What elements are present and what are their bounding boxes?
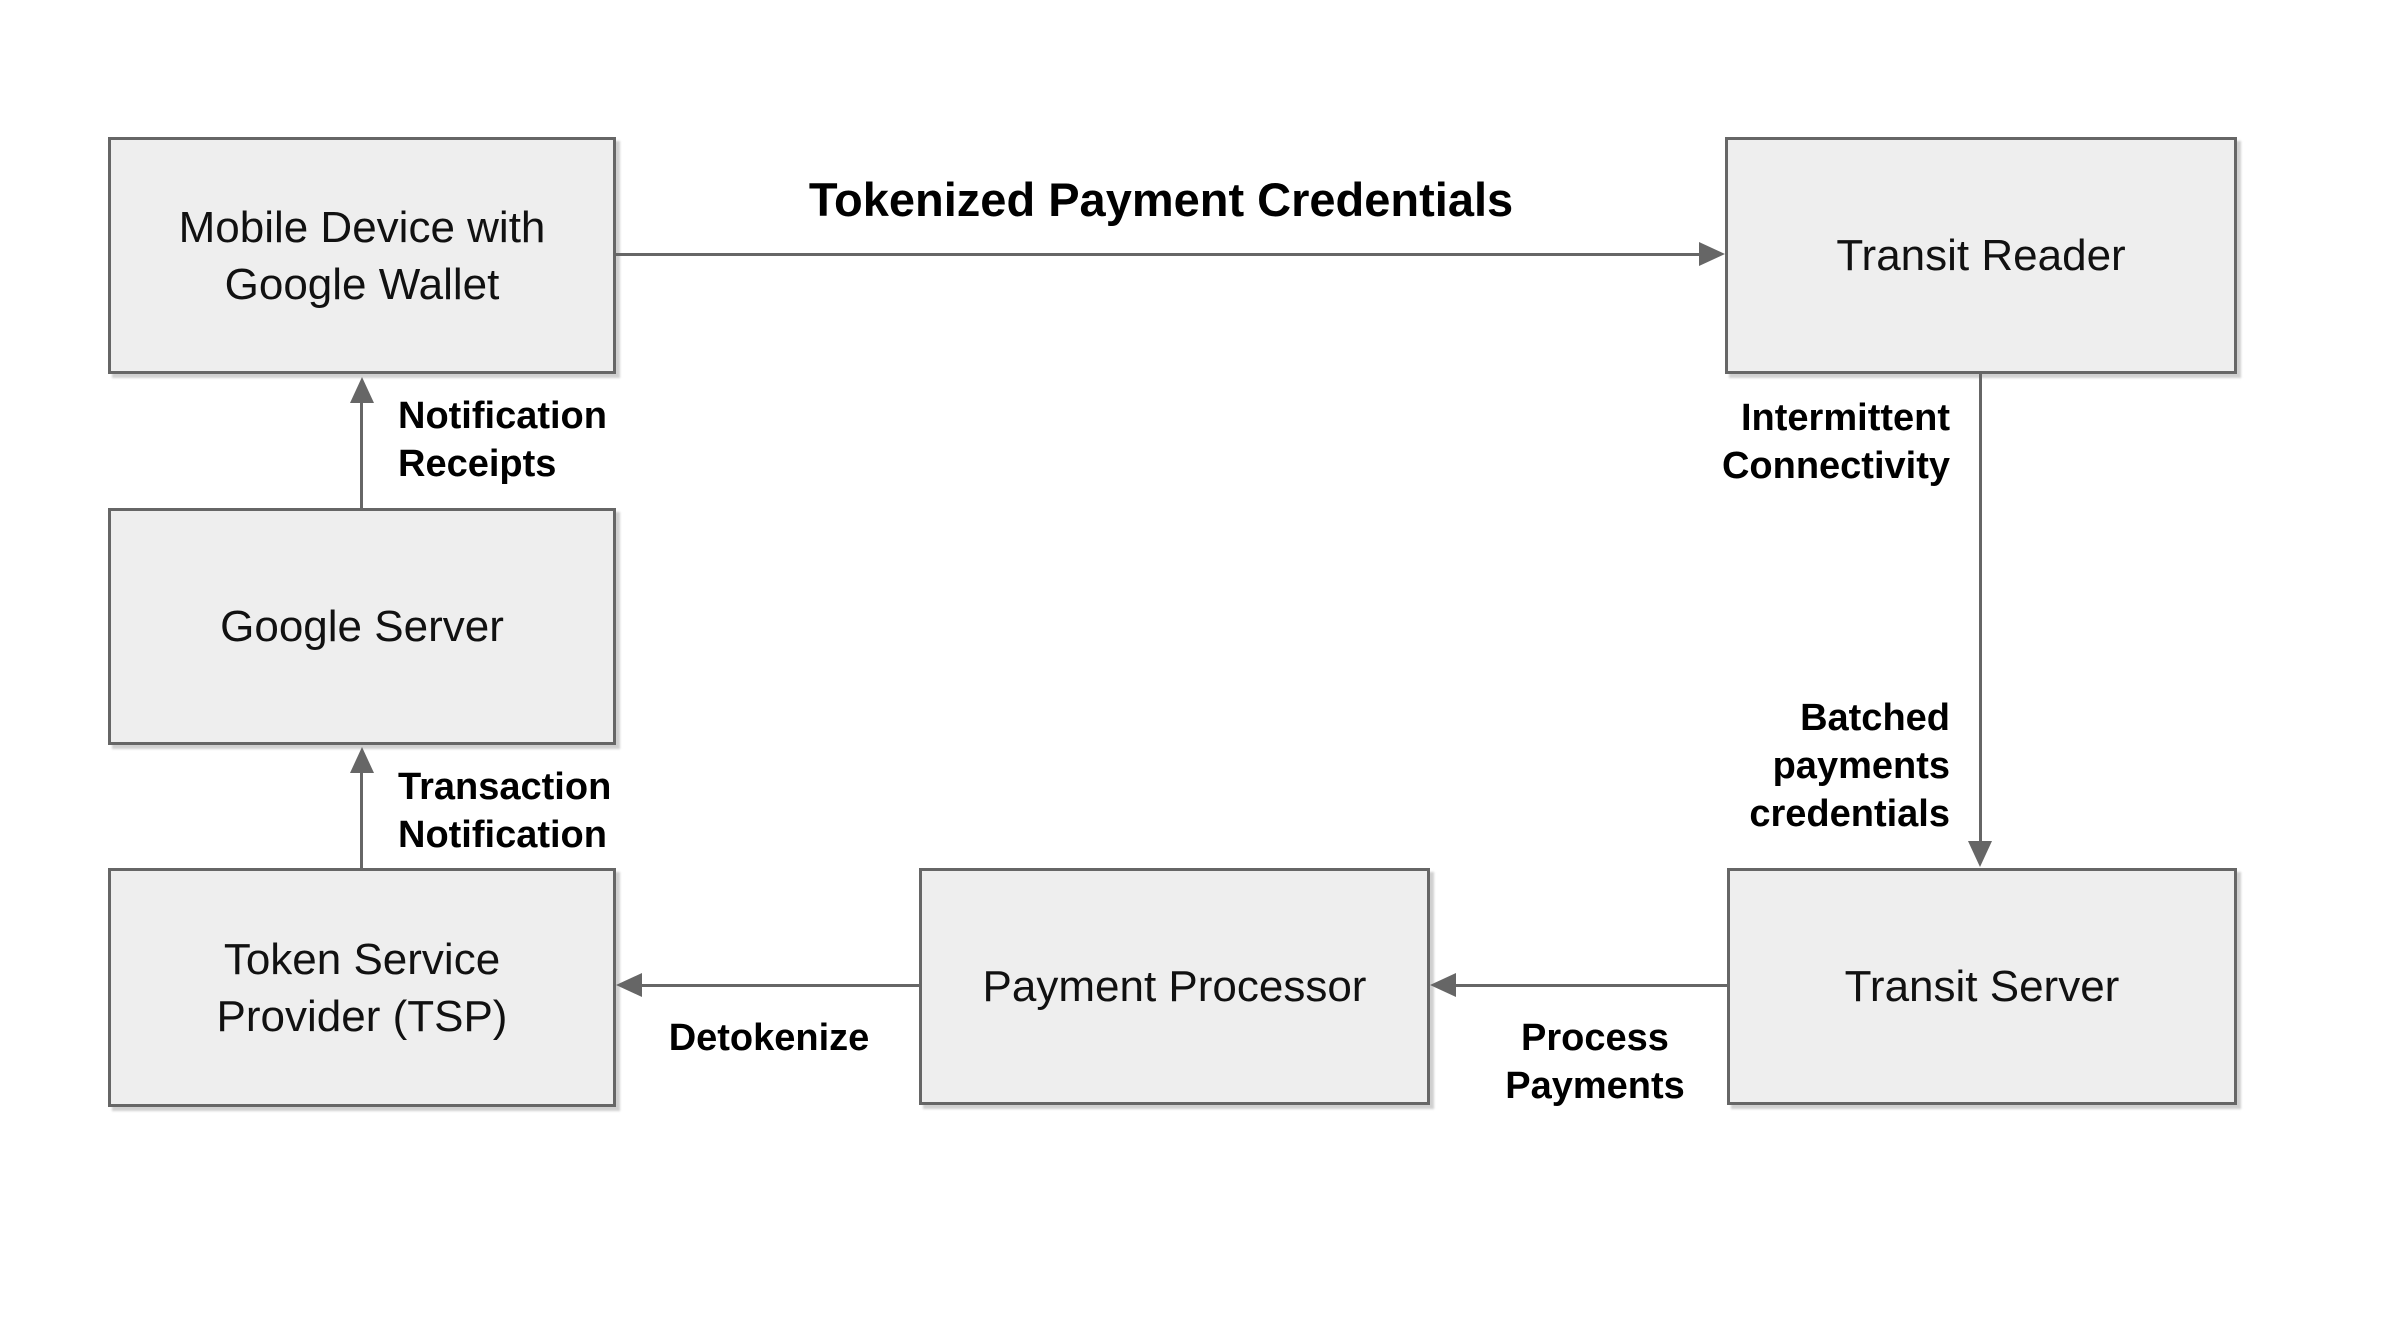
arrow-line-notification-receipts bbox=[360, 398, 363, 508]
arrowhead-down-icon bbox=[1968, 841, 1992, 867]
edge-label-line: Detokenize bbox=[668, 1017, 870, 1059]
edge-label-batched-payments-credentials: Batched payments credentials bbox=[1749, 694, 1950, 838]
arrowhead-left-icon bbox=[1430, 973, 1456, 997]
edge-label-line: Payments bbox=[1505, 1065, 1685, 1107]
arrow-line-batched-payments-credentials bbox=[1979, 374, 1982, 844]
node-label: Google Server bbox=[220, 602, 504, 651]
edge-label-tokenized-payment-credentials: Tokenized Payment Credentials bbox=[808, 173, 1514, 226]
edge-label-line: Batched bbox=[1800, 697, 1950, 739]
node-mobile-device-google-wallet: Mobile Device with Google Wallet bbox=[108, 137, 616, 374]
node-label: Provider (TSP) bbox=[216, 991, 508, 1041]
edge-label-transaction-notification: Transaction Notification bbox=[398, 763, 611, 859]
edge-label-line: Receipts bbox=[398, 443, 557, 485]
node-label: Token Service bbox=[223, 934, 501, 984]
edge-label-line: Notification bbox=[398, 395, 607, 437]
edge-label-detokenize: Detokenize bbox=[616, 1014, 922, 1062]
node-google-server: Google Server bbox=[108, 508, 616, 745]
edge-label-notification-receipts: Notification Receipts bbox=[398, 392, 607, 488]
arrow-line-detokenize bbox=[638, 984, 919, 987]
node-label: Transit Reader bbox=[1836, 231, 2126, 280]
edge-label-process-payments: Process Payments bbox=[1445, 1014, 1745, 1110]
node-label: Payment Processor bbox=[982, 962, 1367, 1011]
node-label: Transit Server bbox=[1844, 962, 2120, 1011]
edge-label-intermittent-connectivity: Intermittent Connectivity bbox=[1722, 394, 1950, 490]
node-token-service-provider: Token Service Provider (TSP) bbox=[108, 868, 616, 1107]
edge-label-line: credentials bbox=[1749, 793, 1950, 835]
node-transit-server: Transit Server bbox=[1727, 868, 2237, 1105]
edge-label-line: Process bbox=[1521, 1017, 1669, 1059]
arrow-line-process-payments bbox=[1452, 984, 1727, 987]
edge-label-line: Connectivity bbox=[1721, 445, 1950, 487]
edge-label-line: payments bbox=[1772, 745, 1950, 787]
arrowhead-up-icon bbox=[350, 747, 374, 773]
edge-label-line: Notification bbox=[398, 814, 607, 856]
edge-label-line: Intermittent bbox=[1741, 397, 1950, 439]
arrowhead-right-icon bbox=[1699, 242, 1725, 266]
arrowhead-left-icon bbox=[616, 973, 642, 997]
arrowhead-up-icon bbox=[350, 377, 374, 403]
edge-label-line: Transaction bbox=[398, 766, 612, 808]
node-label: Google Wallet bbox=[224, 259, 500, 309]
arrow-line-transaction-notification bbox=[360, 769, 363, 868]
arrow-line-tokenized-payment-credentials bbox=[616, 253, 1706, 256]
node-transit-reader: Transit Reader bbox=[1725, 137, 2237, 374]
node-label: Mobile Device with bbox=[178, 202, 546, 252]
node-payment-processor: Payment Processor bbox=[919, 868, 1430, 1105]
